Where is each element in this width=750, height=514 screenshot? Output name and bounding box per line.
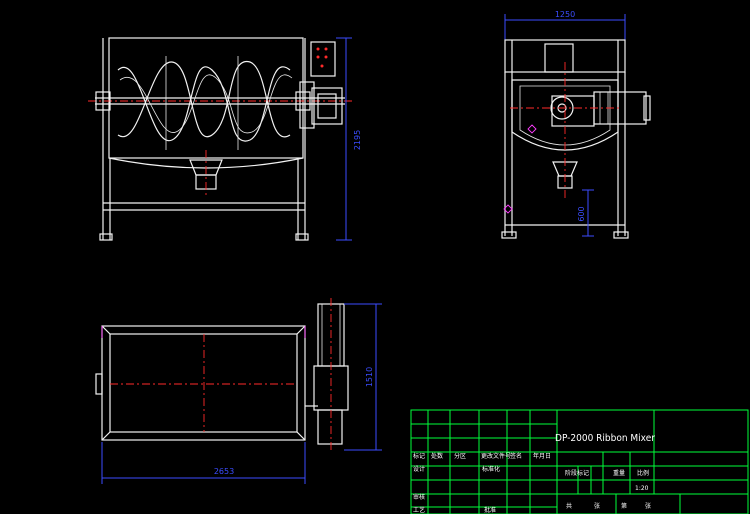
tb-design-label: 设计 (413, 465, 425, 473)
plan-view: 2653 1510 (95, 298, 382, 484)
tb-header-change: 更改文件号 (481, 452, 511, 460)
front-height-dimension: 2195 (353, 130, 362, 150)
drawing-title: DP-2000 Ribbon Mixer (555, 433, 655, 444)
tb-header-date: 年月日 (533, 452, 551, 460)
tb-scale-value: 1:20 (635, 485, 649, 492)
tb-stage-label: 阶段标记 (565, 469, 589, 477)
title-block: DP-2000 Ribbon Mixer 标记 处数 分区 更改文件号 签名 年… (410, 409, 749, 514)
tb-craft-label: 工艺 (413, 506, 425, 514)
leg-height-dimension: 600 (577, 206, 586, 221)
tb-sheet-index: 第 (621, 502, 627, 510)
tb-sheet-unit: 张 (594, 502, 600, 510)
top-width-dimension: 1250 (555, 10, 575, 19)
plan-width-dimension: 1510 (365, 367, 374, 387)
tb-review-label: 审核 (413, 493, 425, 501)
tb-ratio-label: 比例 (637, 469, 649, 477)
tb-sheet-unit2: 张 (645, 502, 651, 510)
tb-standard-label: 标准化 (482, 465, 500, 473)
plan-length-dimension: 2653 (214, 467, 234, 476)
tb-approve-label: 批准 (484, 506, 496, 514)
tb-header-zone: 分区 (454, 452, 466, 460)
side-view: 1250 600 (501, 10, 651, 239)
tb-header-sign: 签名 (510, 452, 522, 460)
front-view: 2195 (88, 37, 362, 241)
tb-sheet-total: 共 (566, 502, 572, 510)
tb-header-count: 处数 (431, 452, 443, 460)
tb-weight-label: 重量 (613, 469, 625, 477)
tb-header-mark: 标记 (413, 452, 425, 460)
